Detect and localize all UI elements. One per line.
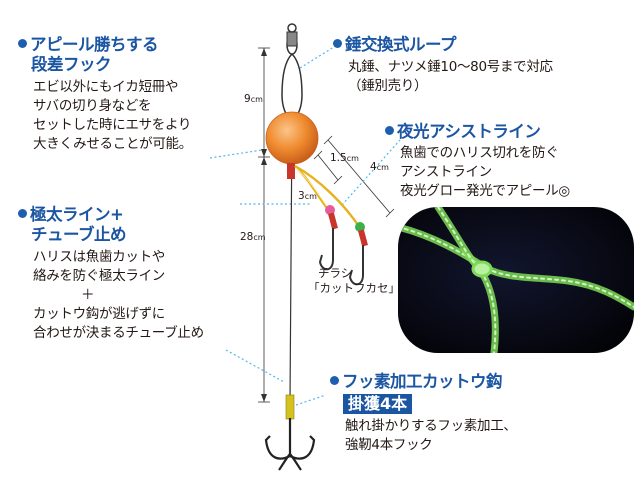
swivel-body (286, 23, 298, 47)
leader-lines (209, 41, 401, 406)
float-ball (265, 111, 319, 165)
bullet-icon (18, 209, 27, 218)
stopper-tube (287, 163, 295, 179)
glow-bead-pink (325, 205, 335, 215)
callout-assist-line: 夜光アシストライン 魚歯でのハリス切れを防ぐ アシストライン 夜光グロー発光でア… (385, 122, 570, 201)
dim-1-5cm: 1.5cm (330, 152, 359, 164)
hook-count-badge: 掛獲4本 (343, 394, 413, 414)
callout-step-hook: アピール勝ちする 段差フック エビ以外にもイカ短冊や サバの切り身などを セット… (18, 35, 192, 154)
dim-lines (258, 47, 395, 403)
callout-thick-line: 極太ライン+ チューブ止め ハリスは魚歯カットや 絡みを防ぐ極太ライン ＋ カッ… (18, 205, 204, 343)
swivel (281, 35, 303, 123)
bullet-icon (18, 39, 27, 48)
glow-line-photo (398, 207, 634, 353)
callout-loop: 錘交換式ループ 丸錘、ナツメ錘10～80号まで対応 （錘別売り） (333, 35, 553, 96)
chirashi-label: チラシ 「カットフカセ」 (308, 266, 400, 295)
callout-cuttou-hook: フッ素加工カットウ鈎 掛獲4本 触れ掛かりするフッ素加工、 強靭4本フック (330, 372, 517, 455)
bottom-tube (285, 394, 295, 420)
dim-9cm: 9cm (244, 93, 263, 105)
bullet-icon (385, 126, 394, 135)
glow-bead-green (355, 222, 365, 232)
dim-28cm: 28cm (240, 231, 266, 243)
step-hooks (318, 228, 364, 286)
bullet-icon (330, 376, 339, 385)
dim-4cm: 4cm (370, 161, 389, 173)
treble-hook (264, 418, 316, 471)
dim-3cm: 3cm (298, 190, 317, 202)
bullet-icon (333, 39, 342, 48)
